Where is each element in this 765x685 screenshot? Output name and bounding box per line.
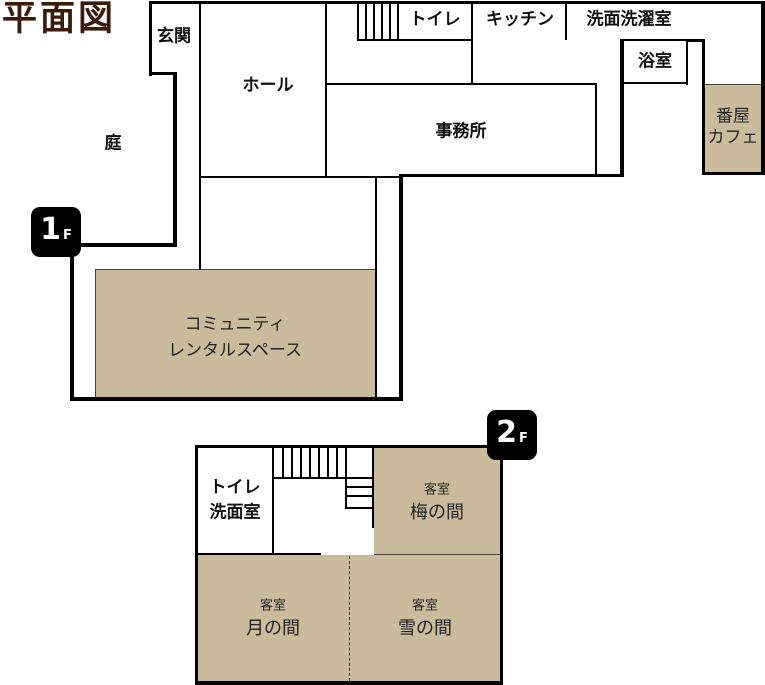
wall (500, 455, 503, 685)
label-cafe-line1: 番屋 (716, 106, 750, 127)
wall (149, 72, 177, 75)
wall (375, 176, 377, 398)
label-yuki-type: 客室 (411, 598, 439, 614)
wall (399, 174, 403, 401)
stair-step (327, 448, 329, 478)
label-tsuki-type: 客室 (259, 598, 287, 614)
label-rental-line1: コミュニティ (184, 314, 286, 335)
wall (325, 83, 597, 85)
label-garden: 庭 (104, 133, 122, 154)
label-yuki-name: 雪の間 (398, 618, 452, 639)
stair-step (309, 448, 311, 478)
wall (620, 39, 688, 41)
stair-step (345, 495, 373, 497)
wall (702, 172, 765, 175)
wall (199, 3, 201, 270)
wall (149, 1, 765, 4)
stair-step (397, 3, 399, 40)
stair-step (373, 3, 375, 40)
stair-step (318, 448, 320, 478)
wall (195, 445, 198, 685)
room-ume (374, 448, 500, 555)
label-tsuki-name: 月の間 (246, 618, 300, 639)
stair-step (365, 3, 367, 40)
floor-2-badge: 2 F (487, 410, 537, 460)
wall (173, 72, 177, 247)
wall (70, 250, 74, 401)
stair-step (389, 3, 391, 40)
label-entrance: 玄関 (157, 26, 191, 47)
wall (565, 3, 567, 40)
floor-1-badge: 1 F (31, 207, 81, 257)
stair-step (336, 448, 338, 478)
room-rental-space (95, 269, 376, 398)
label-ume-name: 梅の間 (410, 502, 464, 523)
wall (702, 39, 705, 175)
stair-step (345, 486, 373, 488)
wall (272, 448, 274, 555)
label-kitchen: キッチン (486, 9, 554, 30)
wall (620, 82, 688, 84)
stair-step (282, 448, 284, 478)
wall (686, 39, 688, 85)
wall (357, 39, 472, 41)
label-2f-toilet-line1: トイレ (209, 477, 261, 498)
label-ume-type: 客室 (423, 482, 451, 498)
stair-step (345, 448, 347, 509)
label-bath: 浴室 (638, 51, 672, 72)
wall (620, 39, 624, 177)
wall (70, 397, 403, 401)
badge-suffix: F (518, 431, 528, 446)
wall (399, 174, 624, 177)
label-office: 事務所 (435, 121, 487, 142)
label-toilet: トイレ (409, 9, 461, 30)
page-title: 平面図 (2, 0, 117, 39)
label-cafe-line2: カフェ (707, 127, 759, 148)
room-yuki (349, 555, 500, 681)
stair-step (291, 448, 293, 478)
badge-suffix: F (62, 228, 72, 243)
wall (686, 39, 705, 42)
wall (198, 553, 321, 555)
wall (149, 1, 152, 76)
label-2f-toilet-line2: 洗面室 (209, 502, 261, 523)
wall (761, 1, 765, 175)
wall (199, 176, 401, 178)
wall (325, 3, 327, 178)
badge-number: 2 (496, 415, 517, 450)
stair-landing (273, 477, 373, 479)
wall (471, 3, 473, 85)
label-hall: ホール (242, 75, 294, 96)
room-cafe (704, 84, 762, 173)
badge-number: 1 (40, 212, 61, 247)
wall (78, 243, 177, 247)
stair-step (345, 507, 373, 509)
stair-step (381, 3, 383, 40)
room-divider-dashed (349, 556, 350, 681)
stair-step (300, 448, 302, 478)
room-tsuki (198, 555, 349, 681)
label-rental-line2: レンタルスペース (168, 340, 302, 361)
wall (195, 445, 495, 448)
wall (372, 448, 374, 528)
label-laundry: 洗面洗濯室 (586, 9, 672, 30)
wall (595, 83, 597, 176)
stair-step (357, 3, 359, 40)
wall (195, 681, 503, 685)
